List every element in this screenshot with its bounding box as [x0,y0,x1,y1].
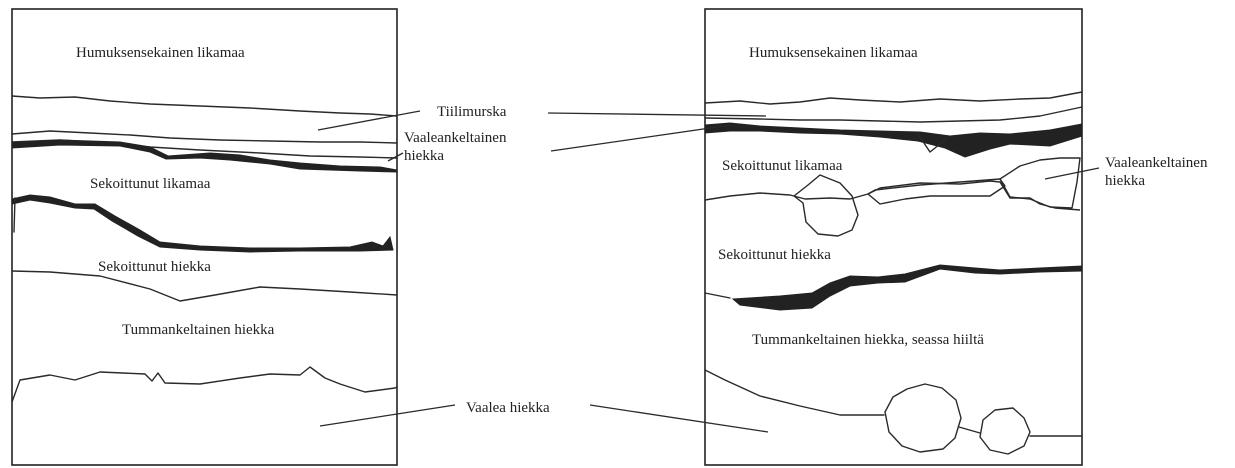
right-mixed-sand-boundary [705,293,730,298]
leader-rightlightsand [1045,168,1099,179]
label-brick-rubble: Tiilimurska [437,104,507,120]
label-light-yellow-sand-1: Vaaleankeltainen [404,130,507,146]
leader-vaalea-left [320,405,455,426]
right-label-light-yellow-sand-2: hiekka [1105,173,1145,189]
leader-brick-right [548,113,766,116]
right-dark-lens-lower [733,265,1082,310]
right-label-light-yellow-sand-1: Vaaleankeltainen [1105,155,1208,171]
right-dark-lens-upper [705,123,1082,157]
left-light-sand-top [12,367,397,402]
labels: Humuksensekainen likamaa Sekoittunut lik… [76,45,1208,416]
right-label-dark-yellow-sand-charcoal: Tummankeltainen hiekka, seassa hiiltä [752,332,984,348]
right-stone-3 [980,408,1030,454]
right-label-mixed-sand: Sekoittunut hiekka [718,247,831,263]
left-profile [12,9,397,465]
right-profile [705,9,1082,465]
leader-lightsand-right [551,125,731,151]
label-light-sand: Vaalea hiekka [466,400,550,416]
left-label-humus: Humuksensekainen likamaa [76,45,245,61]
right-label-mixed-soil: Sekoittunut likamaa [722,158,843,174]
leader-vaalea-right [590,405,768,432]
left-label-mixed-sand: Sekoittunut hiekka [98,259,211,275]
left-lens-side [14,198,15,232]
left-label-mixed-soil: Sekoittunut likamaa [90,176,211,192]
left-dark-lens-lower [12,195,393,252]
right-sand-pocket-1 [705,181,1080,210]
label-light-yellow-sand-2: hiekka [404,148,444,164]
right-sand-pocket-3 [1000,158,1080,208]
left-profile-frame [12,9,397,465]
left-label-dark-yellow-sand: Tummankeltainen hiekka [122,322,275,338]
left-mixed-sand-boundary [12,271,397,301]
right-brick-rubble-bottom [705,107,1082,122]
left-brick-rubble-top [12,96,397,116]
right-stone-link [959,427,980,433]
right-stone-1 [794,175,858,236]
right-light-sand-top [705,370,884,415]
right-label-humus: Humuksensekainen likamaa [749,45,918,61]
leader-lightsand-left [388,153,403,161]
right-stone-2 [885,384,961,452]
right-brick-rubble-top [705,92,1082,104]
